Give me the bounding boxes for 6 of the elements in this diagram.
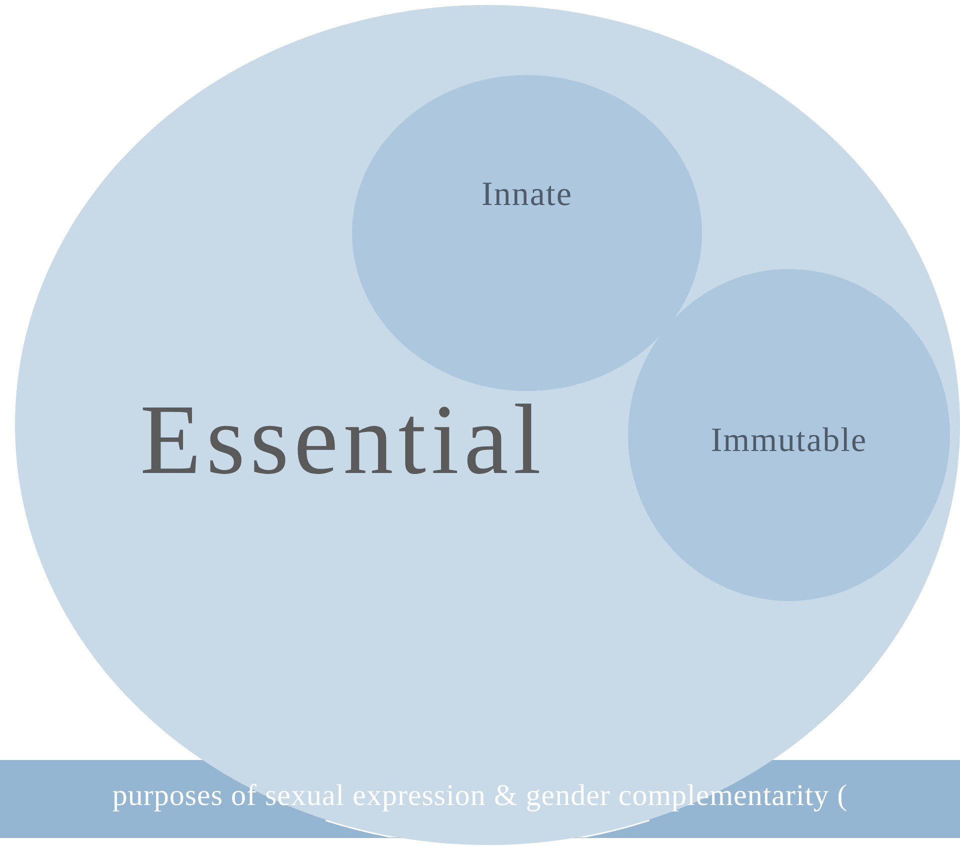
ellipse-node (352, 75, 702, 391)
node-label: Essential (140, 383, 546, 497)
node-label: Innate (480, 175, 574, 215)
ellipse-node (15, 5, 960, 845)
node-label: Immutable (710, 421, 868, 461)
ellipse-node (628, 269, 950, 601)
